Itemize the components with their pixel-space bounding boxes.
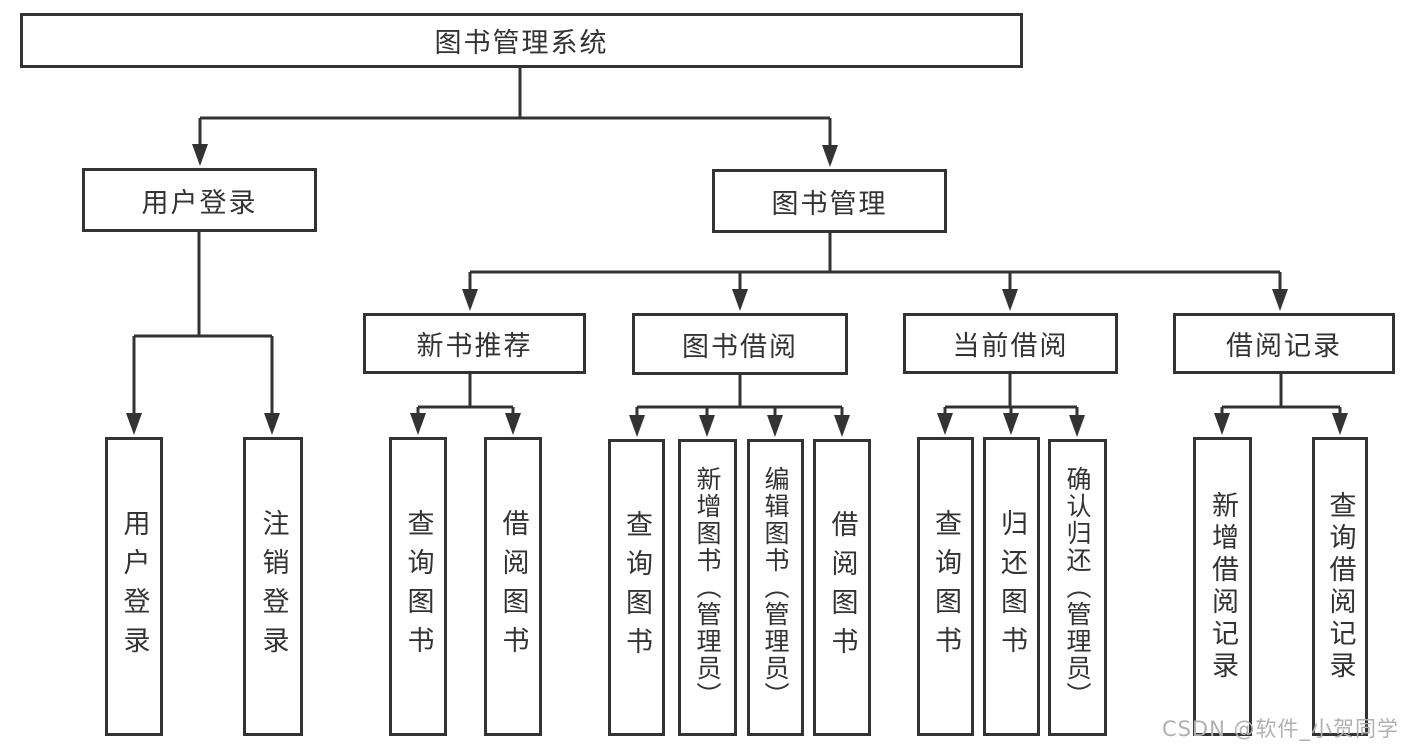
leaf-br-query-record: 查询借阅记录 [1312, 437, 1368, 736]
leaf-bb-borrow-books: 借阅图书 [813, 439, 871, 736]
leaf-user-login: 用户登录 [105, 437, 163, 736]
watermark: CSDN @软件_小贺同学 [1161, 717, 1399, 741]
leaf-br-add-record: 新增借阅记录 [1193, 437, 1252, 736]
node-current-borrowing: 当前借阅 [903, 313, 1118, 374]
leaf-label: 查询借阅记录 [1324, 490, 1356, 683]
leaf-cb-query-books: 查询图书 [917, 437, 974, 736]
leaf-label: 查询图书 [930, 508, 961, 665]
leaf-label: 借阅图书 [826, 509, 858, 666]
leaf-label: 查询图书 [402, 508, 434, 665]
leaf-nb-borrow-books: 借阅图书 [484, 437, 542, 736]
leaf-bb-query-books: 查询图书 [608, 439, 665, 736]
leaf-bb-edit-books-admin: 编辑图书（管理员） [747, 439, 804, 736]
node-root: 图书管理系统 [20, 13, 1023, 68]
leaf-label: 归还图书 [996, 508, 1027, 665]
leaf-bb-add-books-admin: 新增图书（管理员） [678, 439, 737, 736]
leaf-label: 查询图书 [621, 509, 652, 666]
leaf-label: 新增图书（管理员） [693, 466, 722, 709]
node-book-borrowing: 图书借阅 [632, 313, 848, 375]
leaf-label: 确认归还（管理员） [1063, 466, 1092, 709]
leaf-nb-query-books: 查询图书 [389, 437, 447, 736]
node-borrow-records: 借阅记录 [1173, 313, 1395, 374]
leaf-label: 新增借阅记录 [1207, 490, 1238, 683]
node-book-management: 图书管理 [712, 169, 947, 233]
arrowheads [126, 144, 1348, 437]
leaf-cb-return-books: 归还图书 [983, 437, 1040, 736]
node-user-login: 用户登录 [82, 168, 317, 232]
node-new-book-recommend: 新书推荐 [363, 313, 586, 374]
leaf-label: 注销登录 [257, 508, 289, 665]
leaf-cb-confirm-return-admin: 确认归还（管理员） [1048, 439, 1107, 736]
leaf-label: 用户登录 [118, 508, 150, 665]
leaf-label: 借阅图书 [497, 508, 529, 665]
leaf-logout: 注销登录 [243, 437, 303, 736]
leaf-label: 编辑图书（管理员） [761, 466, 790, 709]
